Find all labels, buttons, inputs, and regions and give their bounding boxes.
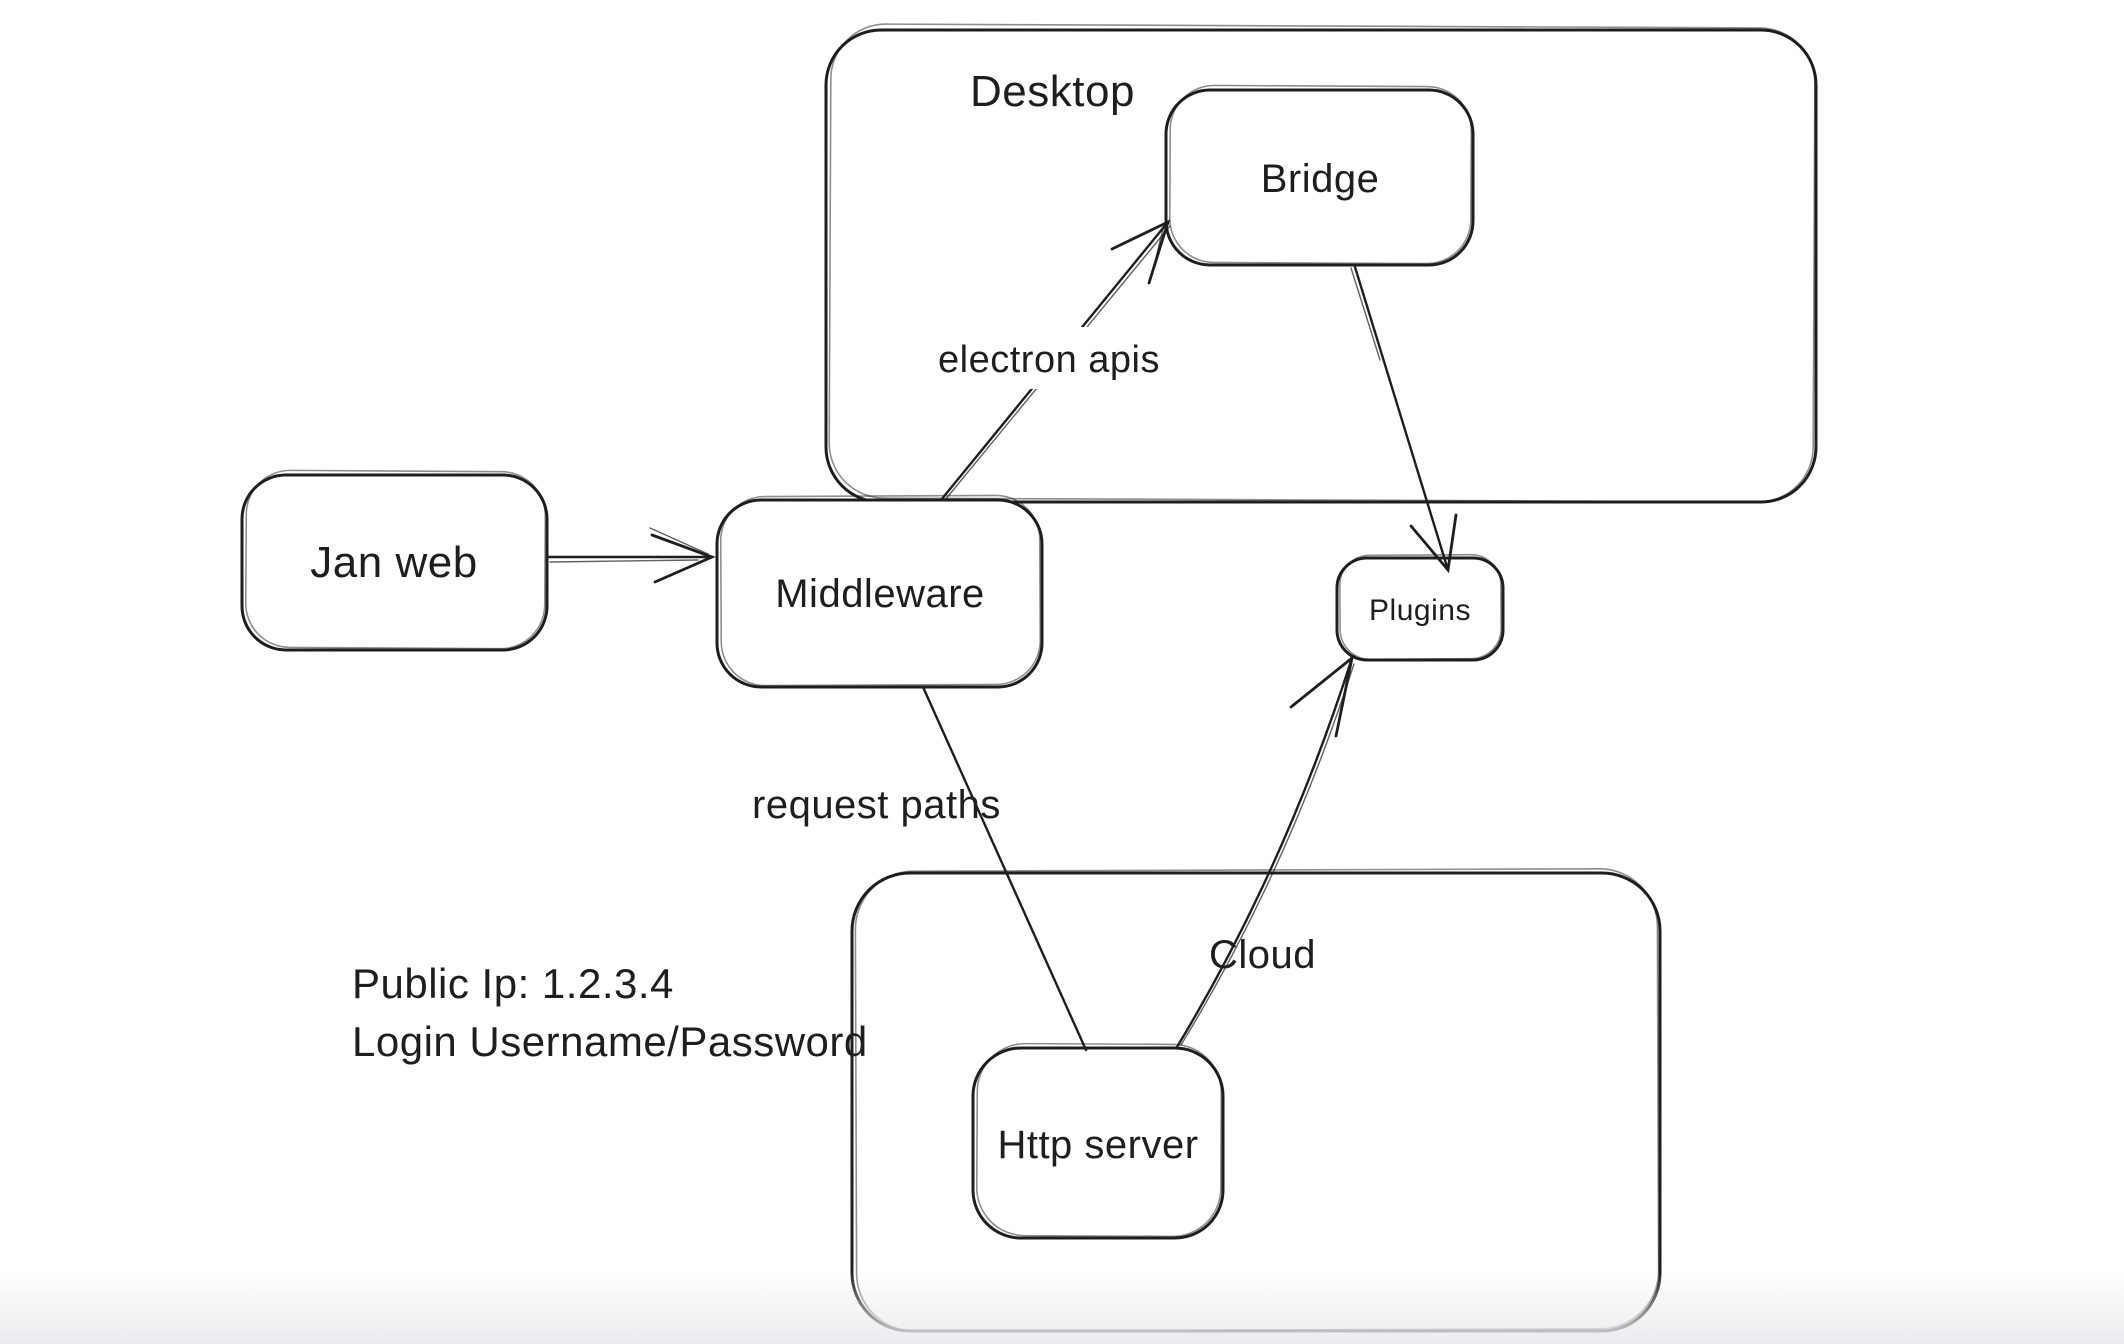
sketch-stroke xyxy=(549,559,699,563)
middleware-label[interactable]: Middleware xyxy=(775,572,985,616)
sketch-stroke xyxy=(1168,84,1473,265)
label-background xyxy=(916,327,1182,389)
http-server-label[interactable]: Http server xyxy=(997,1123,1198,1167)
login-text[interactable]: Login Username/Password xyxy=(352,1018,868,1065)
arrow-shaft[interactable] xyxy=(1353,265,1450,572)
sketch-stroke xyxy=(1180,663,1355,1046)
arrow-shaft[interactable] xyxy=(1175,656,1354,1049)
node-http-server[interactable]: Http server xyxy=(971,1042,1225,1240)
node-bridge[interactable]: Bridge xyxy=(1164,84,1475,267)
cloud-container-label[interactable]: Cloud xyxy=(1209,933,1316,977)
arrow-janweb-to-middleware[interactable] xyxy=(545,527,716,584)
request-paths-label[interactable]: request paths xyxy=(752,783,1001,827)
jan-web-label[interactable]: Jan web xyxy=(310,538,477,587)
sketch-stroke xyxy=(244,469,547,650)
page-bottom-fade xyxy=(0,1270,2124,1344)
arrow-bridge-to-plugins[interactable] xyxy=(1350,265,1458,574)
jan-web-box[interactable] xyxy=(240,473,549,652)
sketch-stroke xyxy=(1339,553,1502,661)
arrow-shaft[interactable] xyxy=(921,685,1088,1052)
sketch-stroke xyxy=(649,527,709,555)
bridge-label[interactable]: Bridge xyxy=(1261,157,1380,201)
arrowhead-down-icon xyxy=(1409,513,1458,574)
arrowhead-right-icon xyxy=(650,533,716,584)
edge-label-electron-apis[interactable]: electron apis xyxy=(916,327,1182,389)
node-middleware[interactable]: Middleware xyxy=(715,494,1044,689)
middleware-box[interactable] xyxy=(715,498,1044,689)
sketch-stroke xyxy=(1150,228,1164,279)
arrowhead-up-right-icon xyxy=(1289,654,1355,738)
sketch-stroke xyxy=(1350,267,1381,361)
arrow-middleware-to-httpserver[interactable] xyxy=(921,685,1088,1052)
node-plugins[interactable]: Plugins xyxy=(1335,553,1505,662)
http-server-box[interactable] xyxy=(971,1046,1225,1240)
plugins-label[interactable]: Plugins xyxy=(1369,594,1471,627)
sketch-stroke xyxy=(828,23,1816,503)
annotation-credentials[interactable]: Public Ip: 1.2.3.4 Login Username/Passwo… xyxy=(352,960,868,1065)
node-jan-web[interactable]: Jan web xyxy=(240,469,549,652)
desktop-container-label[interactable]: Desktop xyxy=(970,67,1135,116)
sketch-stroke xyxy=(975,1042,1223,1238)
plugins-box[interactable] xyxy=(1335,556,1505,662)
electron-apis-label[interactable]: electron apis xyxy=(938,339,1160,381)
arrow-httpserver-to-plugins[interactable] xyxy=(1175,654,1355,1049)
bridge-box[interactable] xyxy=(1164,88,1475,267)
public-ip-text[interactable]: Public Ip: 1.2.3.4 xyxy=(352,960,674,1007)
sketch-stroke xyxy=(719,494,1042,687)
